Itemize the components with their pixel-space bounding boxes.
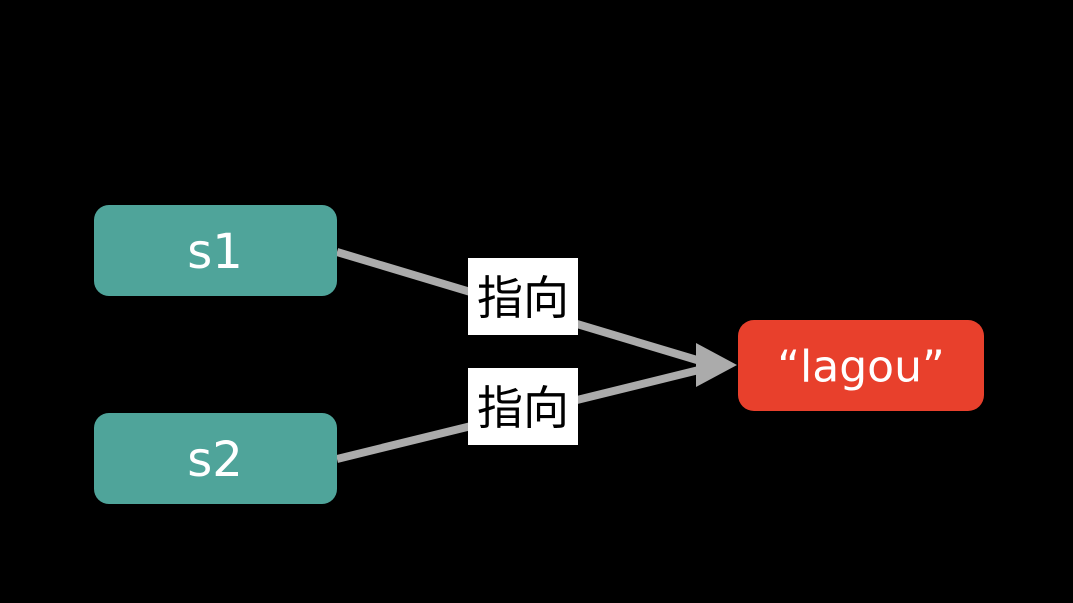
node-lagou-label: “lagou” [777,342,945,393]
node-s2: s2 [94,413,337,504]
node-s1: s1 [94,205,337,296]
node-s2-label: s2 [187,432,243,488]
edge-label-top: 指向 [477,271,569,325]
edge-label-bottom: 指向 [477,381,569,435]
node-s2-box [94,413,337,504]
node-s1-box [94,205,337,296]
node-lagou: “lagou” [738,320,984,411]
arrowhead-icon [696,343,737,387]
edge-label-box-bottom [468,368,578,445]
node-s1-label: s1 [187,224,243,280]
edge-label-box-top [468,258,578,335]
node-lagou-box [738,320,984,411]
